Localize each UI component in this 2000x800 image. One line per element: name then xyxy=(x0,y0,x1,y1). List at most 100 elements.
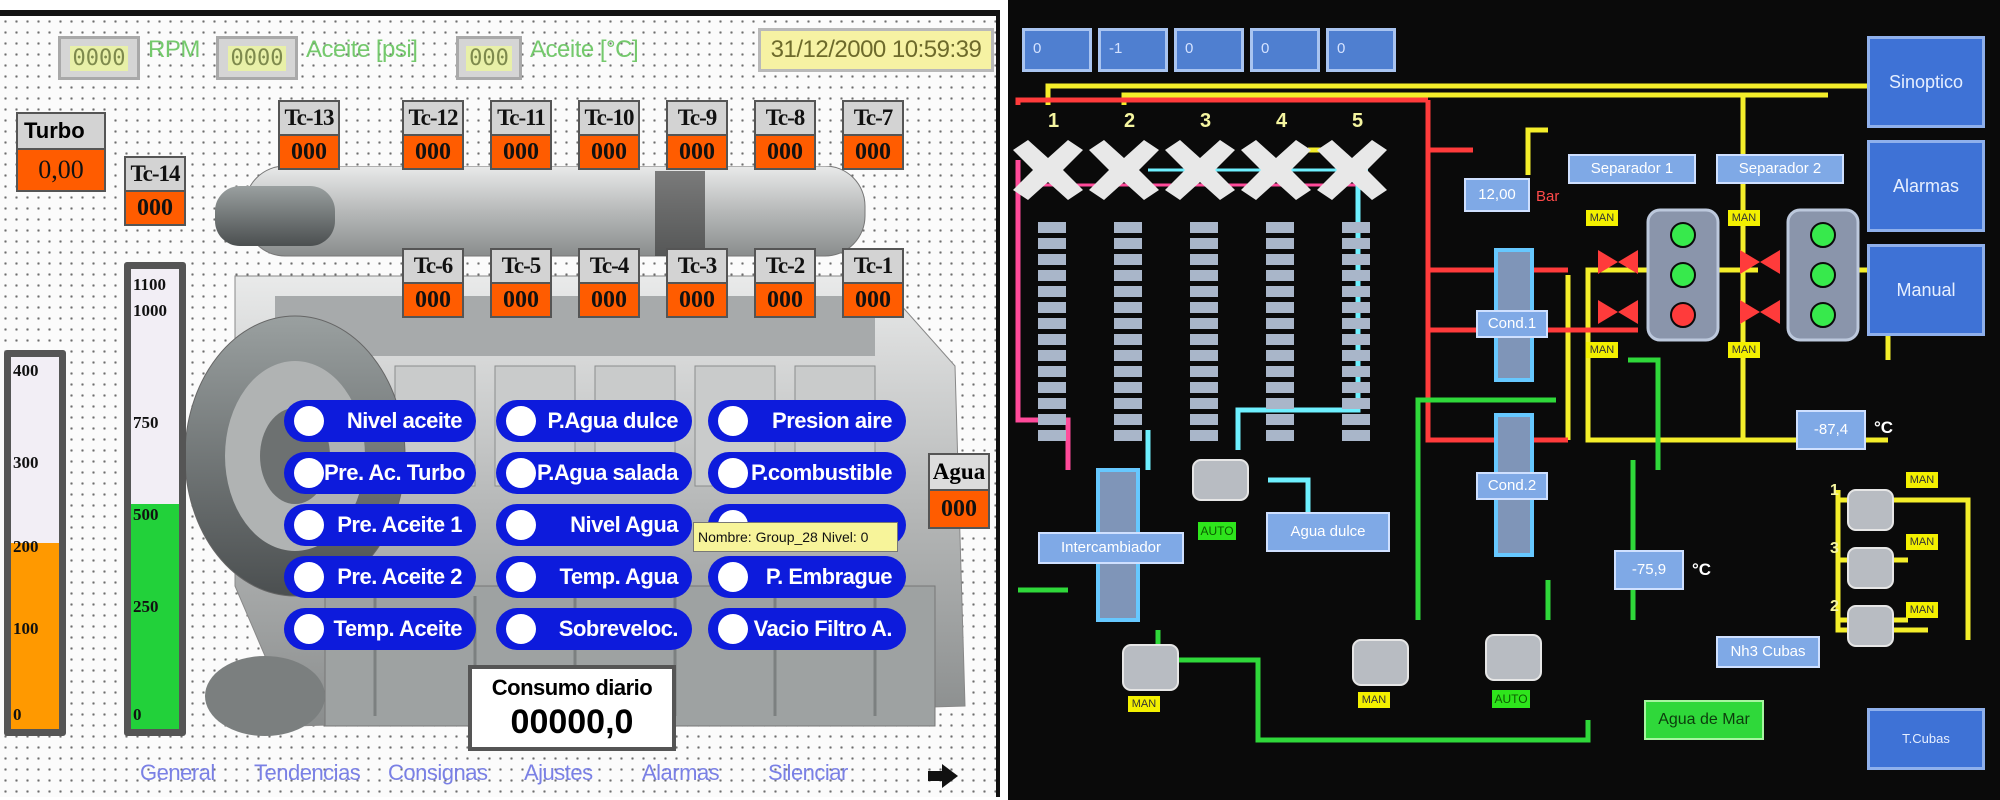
temp-2-value[interactable]: -75,9 xyxy=(1614,550,1684,590)
alarm-label: Pre. Aceite 1 xyxy=(337,512,462,537)
tc-value: 000 xyxy=(402,134,464,170)
pump-number: 2 xyxy=(1830,598,1839,615)
level-segment xyxy=(1038,334,1066,345)
tc-value: 000 xyxy=(490,134,552,170)
alarm-label: Temp. Agua xyxy=(559,564,679,589)
nav-general[interactable]: General xyxy=(140,760,215,785)
nav-alarmas[interactable]: Alarmas xyxy=(642,760,720,785)
top-value-button-4[interactable]: 0 xyxy=(1250,28,1320,72)
compressor-number: 4 xyxy=(1276,110,1288,132)
gauge-tick: 300 xyxy=(13,453,39,472)
tc-label: Tc-11 xyxy=(490,100,552,134)
level-segment xyxy=(1114,414,1142,425)
alarm-presion-aire[interactable]: Presion aire xyxy=(708,400,906,442)
top-value-button-2[interactable]: -1 xyxy=(1098,28,1168,72)
alarm-p-agua-dulce[interactable]: P.Agua dulce xyxy=(496,400,692,442)
pump-number: 3 xyxy=(1830,540,1839,557)
pressure-value[interactable]: 12,00 xyxy=(1464,178,1530,212)
level-segment xyxy=(1038,366,1066,377)
gauge-tick: 100 xyxy=(13,619,39,638)
status-led xyxy=(506,562,536,592)
top-value-button-3[interactable]: 0 xyxy=(1174,28,1244,72)
nav-consignas[interactable]: Consignas xyxy=(388,760,488,785)
alarm-p-agua-salada[interactable]: P.Agua salada xyxy=(496,452,692,494)
tc-value: 000 xyxy=(490,282,552,318)
level-segment xyxy=(1114,254,1142,265)
separator-2-label: Separador 2 xyxy=(1716,154,1844,184)
alarmas-button[interactable]: Alarmas xyxy=(1867,140,1985,232)
tc-label: Tc-7 xyxy=(842,100,904,134)
alarm-pre-ac-turbo[interactable]: Pre. Ac. Turbo xyxy=(284,452,476,494)
agua-dulce-label: Agua dulce xyxy=(1266,512,1390,552)
compressor-number: 2 xyxy=(1124,110,1136,132)
separator-1-label: Separador 1 xyxy=(1568,154,1696,184)
gauge-tick: 0 xyxy=(13,705,22,724)
top-value-button-5[interactable]: 0 xyxy=(1326,28,1396,72)
tc-label: Tc-2 xyxy=(754,248,816,282)
level-segment xyxy=(1114,302,1142,313)
level-segment xyxy=(1190,334,1218,345)
alarm-label: Presion aire xyxy=(772,408,892,433)
alarm-label: P.combustible xyxy=(750,460,893,485)
alarm-vacio-filtro[interactable]: Vacio Filtro A. xyxy=(708,608,906,650)
alarm-pre-aceite-1[interactable]: Pre. Aceite 1 xyxy=(284,504,476,546)
rpm-label: RPM xyxy=(148,36,200,63)
level-segment xyxy=(1038,222,1066,233)
status-led xyxy=(506,614,536,644)
alarm-pre-aceite-2[interactable]: Pre. Aceite 2 xyxy=(284,556,476,598)
manual-button[interactable]: Manual xyxy=(1867,244,1985,336)
nav-silenciar[interactable]: Silenciar xyxy=(768,760,848,785)
status-led xyxy=(506,406,536,436)
level-segment xyxy=(1266,222,1294,233)
level-segment xyxy=(1342,430,1370,441)
top-value-button-1[interactable]: 0 xyxy=(1022,28,1092,72)
tc-value: 000 xyxy=(578,282,640,318)
level-segment xyxy=(1342,366,1370,377)
alarm-p-embrague[interactable]: P. Embrague xyxy=(708,556,906,598)
level-segment xyxy=(1342,334,1370,345)
arrow-right-icon[interactable] xyxy=(926,762,960,790)
man-badge: MAN xyxy=(1128,696,1160,712)
level-segment xyxy=(1114,366,1142,377)
refrigeration-synoptic-panel: 0 -1 0 0 0 Sinoptico Alarmas Manual T.Cu… xyxy=(1008,0,2000,800)
alarm-p-combustible[interactable]: P.combustible xyxy=(708,452,906,494)
tc-value: 000 xyxy=(842,282,904,318)
level-segment xyxy=(1266,334,1294,345)
tc-label: Tc-3 xyxy=(666,248,728,282)
sinoptico-button[interactable]: Sinoptico xyxy=(1867,36,1985,128)
nav-tendencias[interactable]: Tendencias xyxy=(254,760,361,785)
oil-pressure-value: 0000 xyxy=(227,45,287,71)
tc-value: 000 xyxy=(402,282,464,318)
t-cubas-button[interactable]: T.Cubas xyxy=(1867,708,1985,770)
level-segment xyxy=(1114,430,1142,441)
tc-value: 000 xyxy=(124,190,186,226)
temperature-gauge: 1100 1000 750 500 250 0 xyxy=(124,262,186,736)
man-badge: MAN xyxy=(1728,342,1760,358)
tooltip: Nombre: Group_28 Nivel: 0 xyxy=(693,522,898,552)
alarm-label: Pre. Ac. Turbo xyxy=(324,460,465,485)
compressor-number: 1 xyxy=(1048,110,1060,132)
level-segment xyxy=(1266,238,1294,249)
level-segment xyxy=(1266,366,1294,377)
alarm-temp-agua[interactable]: Temp. Agua xyxy=(496,556,692,598)
status-led xyxy=(294,510,324,540)
temp-1-unit: °C xyxy=(1874,418,1894,437)
alarm-nivel-aceite[interactable]: Nivel aceite xyxy=(284,400,476,442)
temp-1-value[interactable]: -87,4 xyxy=(1796,410,1866,450)
oil-pressure-label: Aceite [psi] xyxy=(306,36,418,63)
nav-ajustes[interactable]: Ajustes xyxy=(524,760,593,785)
level-segment xyxy=(1342,254,1370,265)
tc-label: Tc-4 xyxy=(578,248,640,282)
rpm-value: 0000 xyxy=(69,45,129,71)
gauge-tick: 200 xyxy=(13,537,39,556)
level-segment xyxy=(1038,398,1066,409)
alarm-temp-aceite[interactable]: Temp. Aceite xyxy=(284,608,476,650)
level-segment xyxy=(1114,350,1142,361)
gauge-tick: 250 xyxy=(133,597,159,616)
alarm-sobreveloc[interactable]: Sobreveloc. xyxy=(496,608,692,650)
alarm-nivel-agua[interactable]: Nivel Agua xyxy=(496,504,692,546)
